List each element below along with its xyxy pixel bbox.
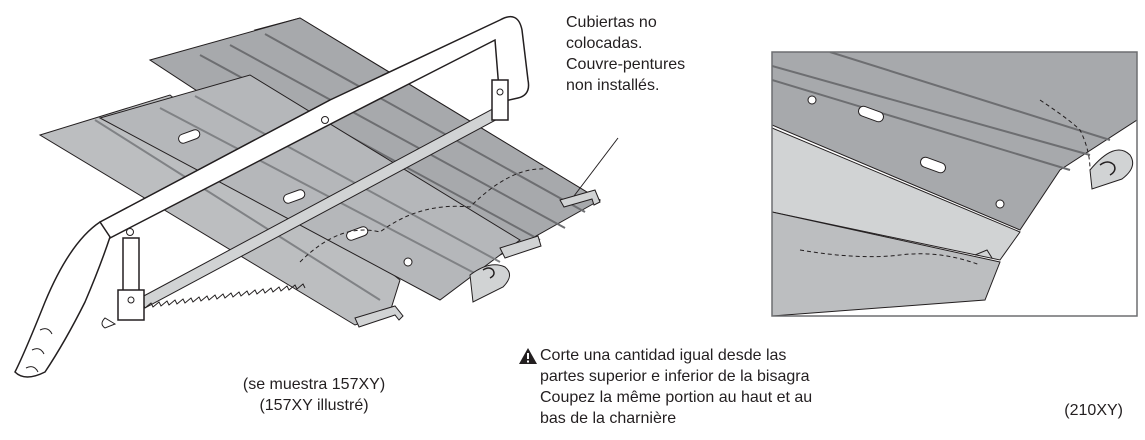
hinge-leaf-lower xyxy=(38,94,401,326)
detail-box-frame xyxy=(771,51,1138,317)
note-line: Cubiertas no xyxy=(566,14,657,31)
caption-line: (157XY illustré) xyxy=(259,397,369,414)
warning-instruction: Corte una cantidad igual desde las parte… xyxy=(518,345,812,429)
hacksaw xyxy=(14,15,530,378)
detail-caption: (210XY) xyxy=(1064,402,1123,419)
warning-line: Corte una cantidad igual desde las xyxy=(540,347,787,364)
hacksaw-frame xyxy=(98,15,530,239)
assembly-caption: (se muestra 157XY) (157XY illustré) xyxy=(214,374,414,416)
note-line: non installés. xyxy=(566,77,660,94)
warning-line: Coupez la même portion au haut et au xyxy=(540,389,813,406)
detail-box xyxy=(771,51,1138,317)
note-leader-line xyxy=(573,137,619,197)
hacksaw-handle xyxy=(14,220,111,378)
hinge-assembly xyxy=(38,17,602,328)
warning-line: bas de la charnière xyxy=(540,410,677,427)
note-line: Couvre-pentures xyxy=(566,56,686,73)
warning-triangle-icon xyxy=(519,348,537,364)
caption-line: (se muestra 157XY) xyxy=(242,376,386,393)
warning-line: partes superior e inferior de la bisagra xyxy=(540,368,810,385)
note-line: colocadas. xyxy=(566,35,643,52)
covers-not-installed-note: Cubiertas no colocadas. Couvre-pentures … xyxy=(566,12,685,96)
